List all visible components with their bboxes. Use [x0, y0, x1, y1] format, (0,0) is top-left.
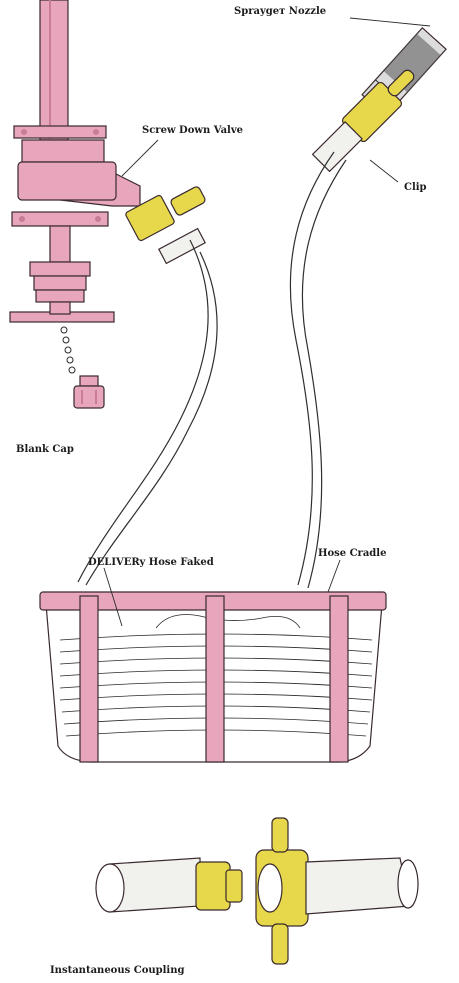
label-instantaneous-coupling: Instantaneous Coupling — [50, 965, 184, 976]
label-clip: Clip — [404, 182, 427, 193]
hydrant-standpipe — [10, 0, 140, 322]
delivery-hose-left — [78, 240, 217, 585]
label-hose-cradle: Hose Cradle — [318, 548, 386, 559]
hose-cradle — [40, 592, 386, 762]
blank-cap — [74, 376, 104, 408]
instantaneous-coupling — [96, 818, 418, 964]
nozzle-coupling — [310, 61, 423, 174]
label-delivery-hose-faked: DELIVERy Hose Faked — [88, 557, 214, 568]
label-spraygun-nozzle: Spraygeт Nozzle — [234, 6, 326, 17]
cap-chain — [61, 327, 75, 373]
delivery-hose-right — [290, 152, 346, 588]
label-blank-cap: Blank Cap — [16, 444, 74, 455]
label-screw-down-valve: Screw Down Valve — [142, 125, 243, 136]
